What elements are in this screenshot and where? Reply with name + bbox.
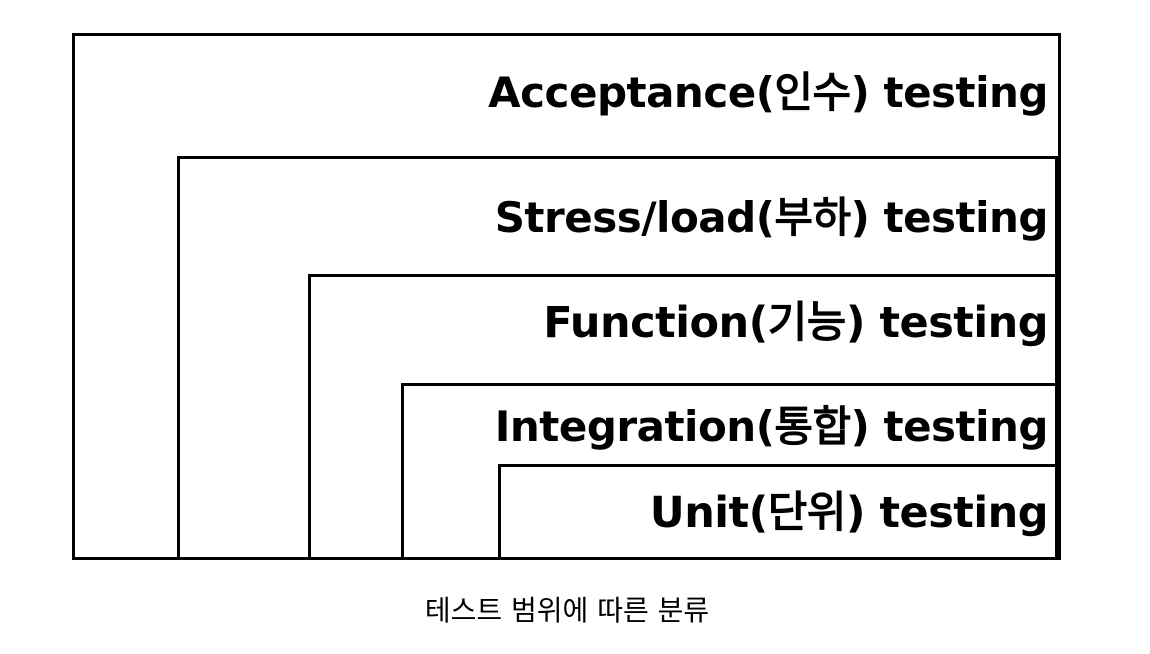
level-box-unit [498, 464, 1058, 560]
level-label-acceptance: Acceptance(인수) testing [488, 68, 1048, 117]
level-box-acceptance [72, 33, 1061, 560]
diagram-caption: 테스트 범위에 따른 분류 [424, 594, 710, 627]
level-label-integration: Integration(통합) testing [494, 402, 1049, 451]
level-label-unit: Unit(단위) testing [649, 488, 1049, 538]
level-label-stress-load: Stress/load(부하) testing [494, 193, 1049, 242]
level-label-function: Function(기능) testing [543, 298, 1048, 348]
